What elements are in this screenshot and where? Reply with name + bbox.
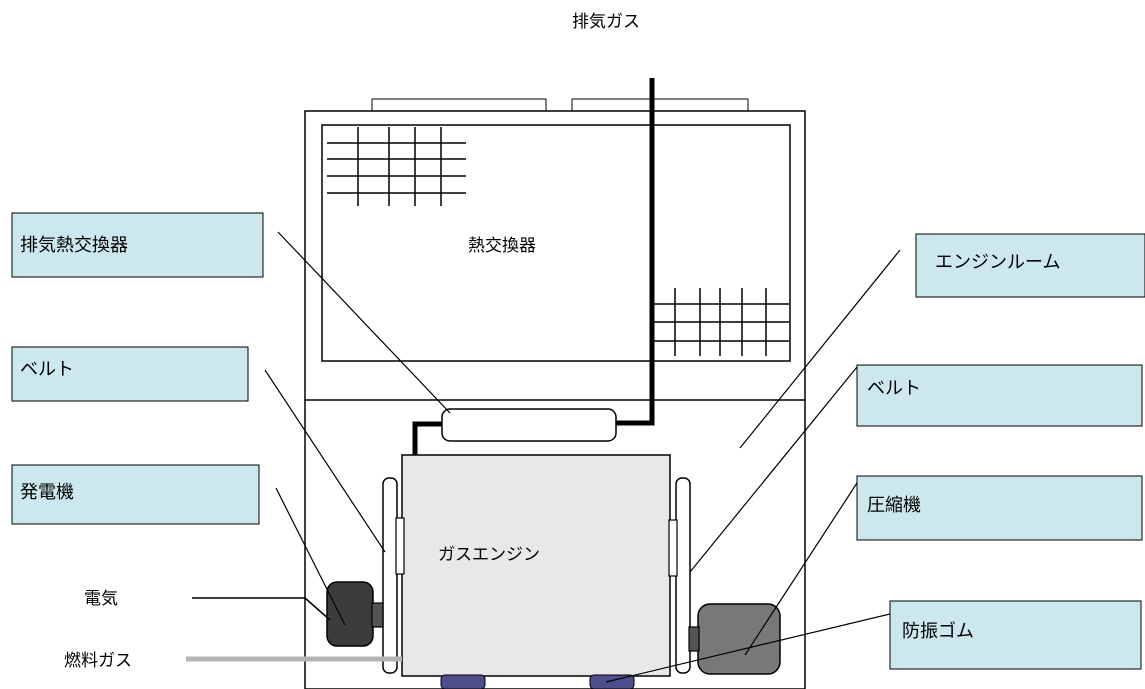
callout-box-exhaust-heat-exchanger [11,212,264,278]
label-exhaust-gas: 排気ガス [572,12,640,32]
belt-right-shape [675,477,691,674]
top-vent-right [571,98,749,112]
leader-lines [264,231,901,683]
leader-belt-left [264,369,386,553]
leader-compressor [744,482,858,656]
fin-grid-bottom-right [653,288,789,356]
compressor-shaft [688,626,700,652]
anti-vibration-rubber-left [440,674,486,689]
exhaust-heat-exchanger [441,408,617,442]
label-electricity: 電気 [84,589,118,609]
exhaust-pipe [614,78,655,426]
callout-anti-vibration-rubber: 防振ゴム [902,621,974,642]
belt-left-shape [382,477,398,674]
top-vent-left [371,98,547,112]
label-heat-exchanger: 熱交換器 [468,236,536,256]
callout-box-belt-left [11,346,249,402]
compressor [697,603,781,675]
callout-engine-room: エンジンルーム [935,252,1060,273]
generator [326,581,374,647]
callout-box-belt-right [856,364,1143,427]
callout-generator: 発電機 [20,482,74,503]
pulley-left [395,517,405,575]
leader-belt-right [689,366,858,573]
callout-exhaust-heat-exchanger: 排気熱交換器 [20,235,128,256]
label-fuel-gas: 燃料ガス [64,651,132,671]
pulley-right [668,519,678,577]
leader-generator [275,487,346,626]
callout-box-compressor [856,475,1143,541]
electricity-line-inner [304,597,331,621]
callout-box-anti-vibration-rubber [889,600,1142,670]
callout-box-generator [11,464,260,525]
leader-engine-room [739,249,901,449]
callout-belt-left: ベルト [20,359,74,380]
leader-exhaust-heat-exchanger [277,231,451,414]
fin-grid-top-left [327,127,466,206]
callout-compressor: 圧縮機 [867,495,921,516]
gas-engine [401,454,671,677]
callout-belt-right: ベルト [867,378,921,399]
generator-shaft [371,602,384,628]
label-gas-engine: ガスエンジン [438,545,540,565]
leader-anti-vibration-rubber [605,613,891,683]
callout-box-engine-room [915,233,1145,298]
exhaust-pipe-engine [412,421,445,458]
